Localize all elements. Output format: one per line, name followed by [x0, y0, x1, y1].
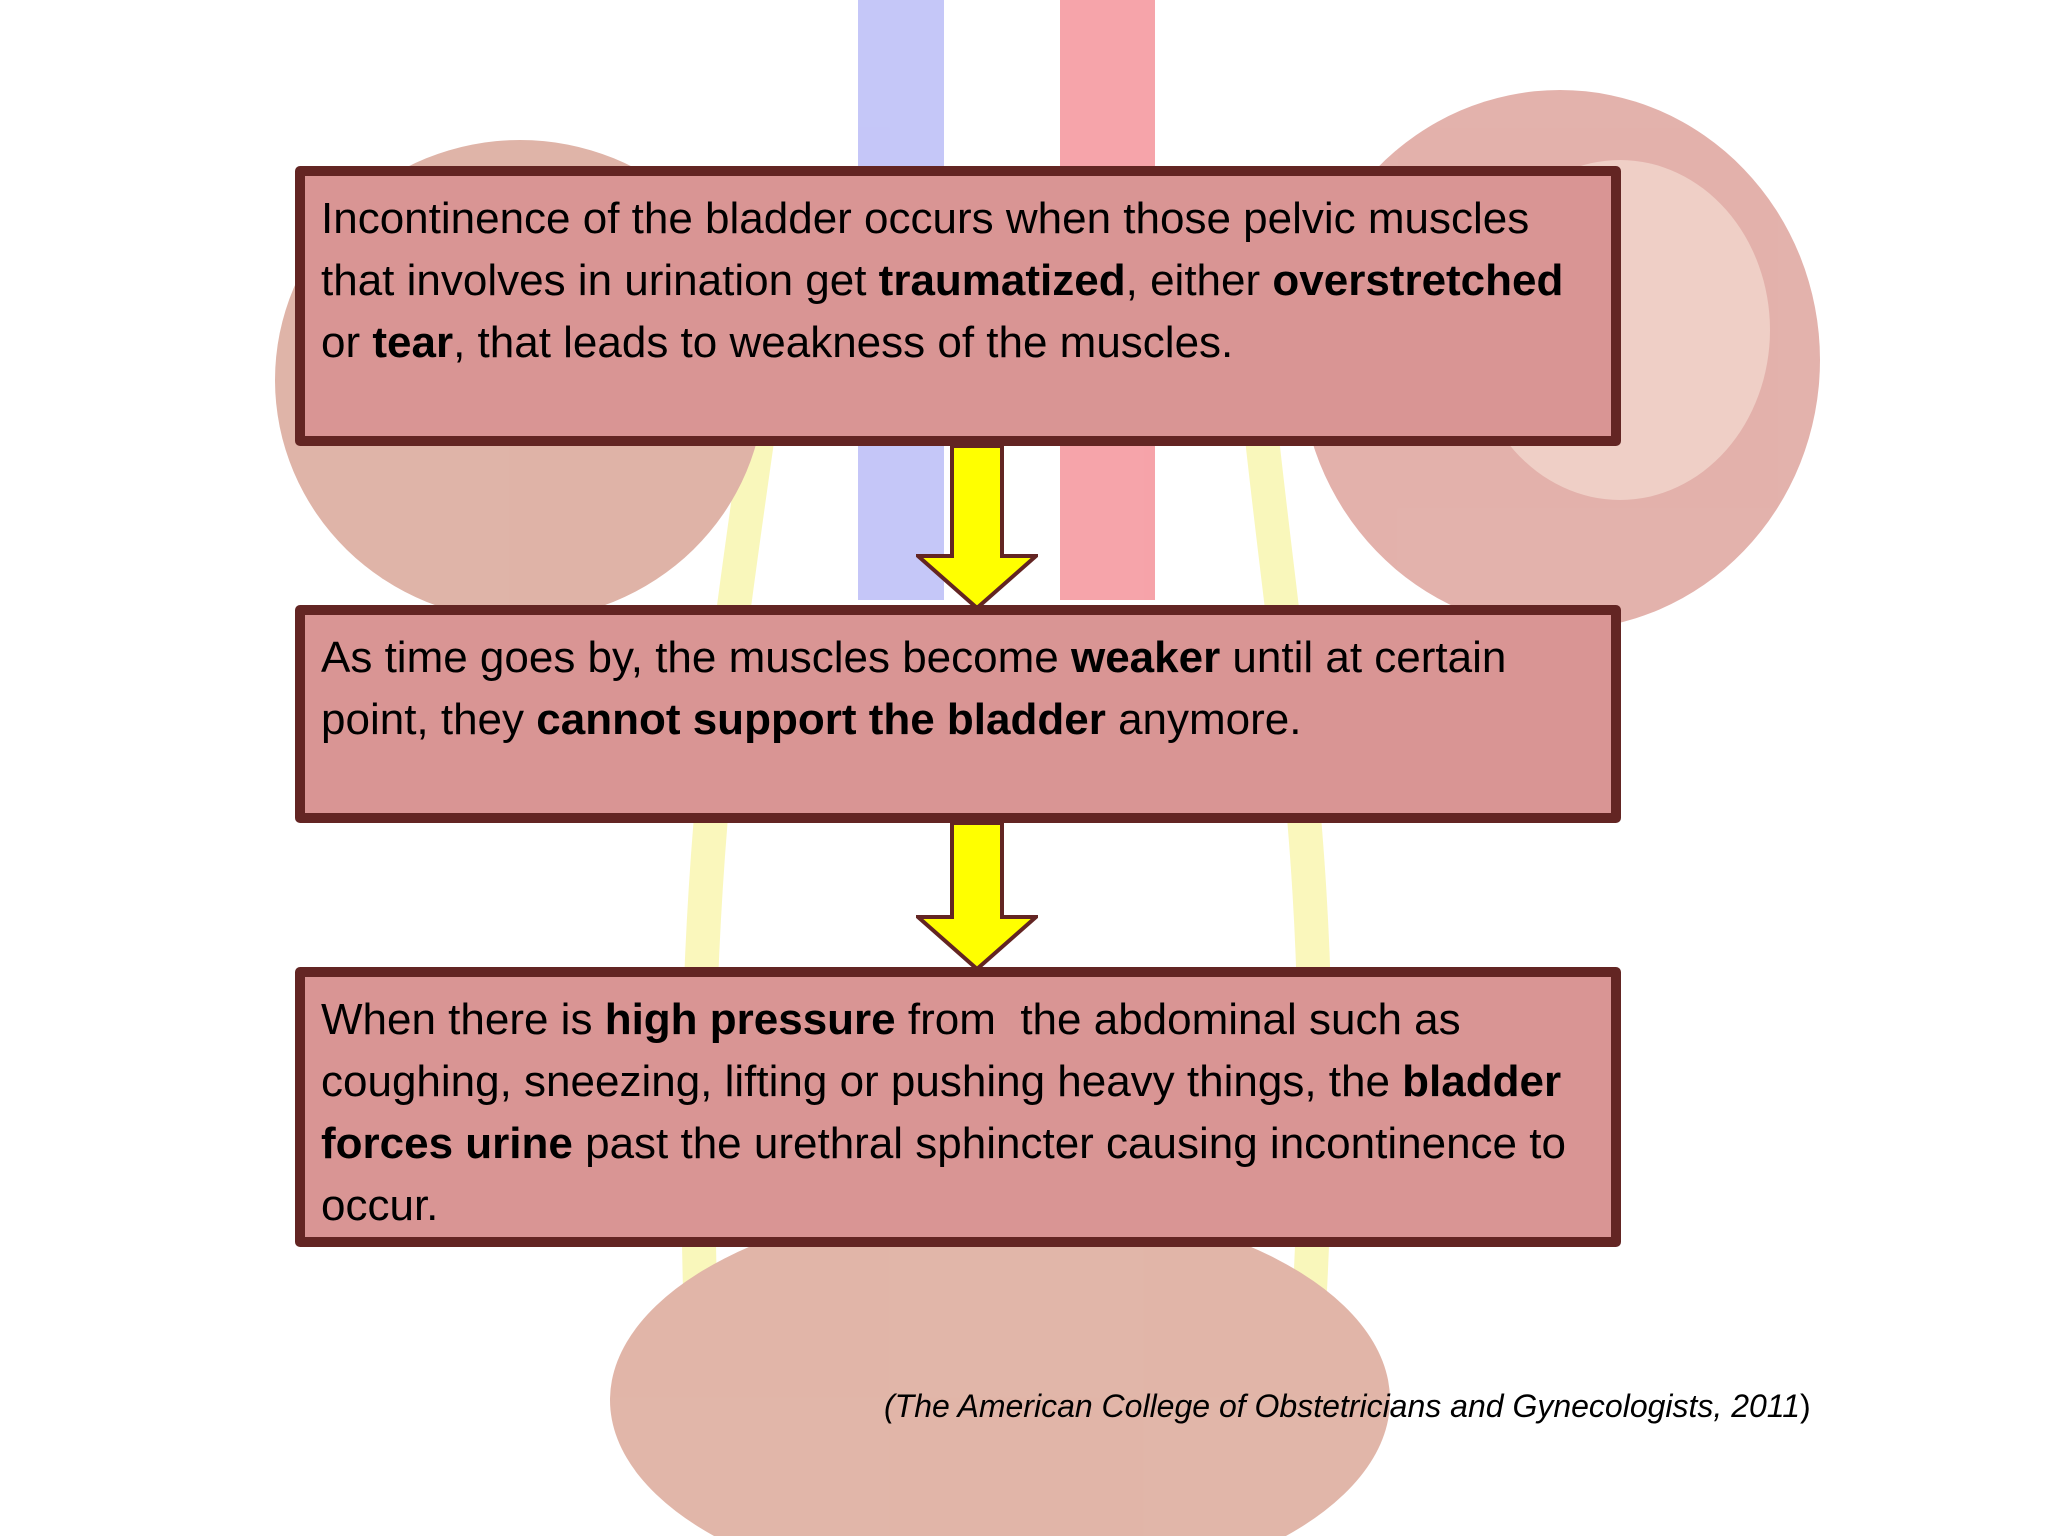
flow-box-2: As time goes by, the muscles become weak…: [295, 605, 1621, 823]
box-1-text: , that leads to weakness of the muscles.: [453, 318, 1234, 367]
box-3-emphasis: high pressure: [604, 995, 896, 1044]
box-3-text: from the abdominal such as coughing, sne…: [321, 995, 1473, 1106]
box-1-emphasis: traumatized: [878, 256, 1126, 305]
box-2-emphasis: weaker: [1070, 633, 1221, 682]
box-3-text: past the urethral sphincter causing inco…: [321, 1119, 1579, 1230]
box-1-text: , either: [1125, 256, 1273, 305]
box-2-text: anymore.: [1105, 695, 1302, 744]
box-1-text: Incontinence of the bladder occurs when …: [321, 194, 1542, 305]
citation-close: ): [1800, 1388, 1811, 1424]
box-3-emphasis: bladder forces urine: [321, 1057, 1574, 1168]
box-2-emphasis: cannot support the bladder: [536, 695, 1106, 744]
box-1-emphasis: overstretched: [1272, 256, 1564, 305]
flow-box-1: Incontinence of the bladder occurs when …: [295, 166, 1621, 446]
bladder: [610, 1200, 1390, 1536]
box-1-emphasis: tear: [372, 318, 454, 367]
flow-box-3: When there is high pressure from the abd…: [295, 967, 1621, 1247]
box-2-text: until at certain point, they: [321, 633, 1519, 744]
box-3-text: When there is: [321, 995, 605, 1044]
arrow-down-icon-1: [916, 446, 1038, 610]
box-1-text: or: [321, 256, 1576, 367]
box-2-text: As time goes by, the muscles become: [321, 633, 1071, 682]
citation: (The American College of Obstetricians a…: [884, 1386, 1811, 1426]
citation-source: (The American College of Obstetricians a…: [884, 1388, 1801, 1424]
arrow-down-icon-2: [916, 823, 1038, 971]
